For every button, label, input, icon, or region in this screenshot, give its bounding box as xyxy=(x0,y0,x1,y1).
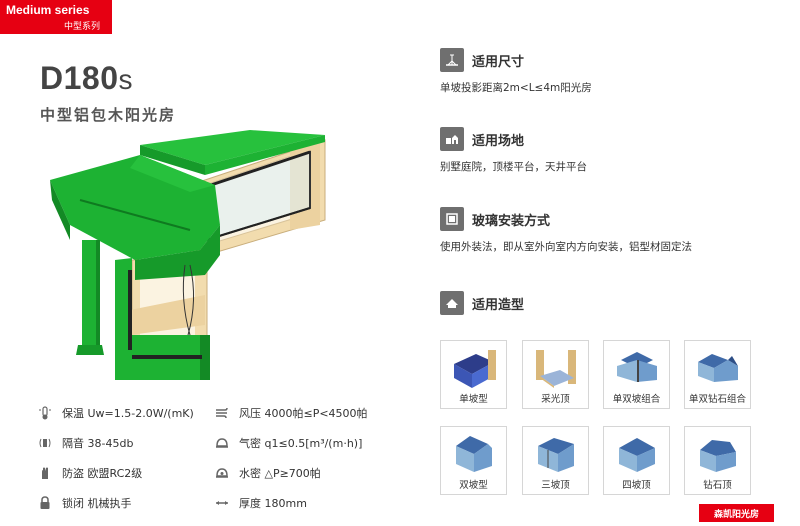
water-drop-icon xyxy=(215,466,229,480)
lean-to-sunroom-icon xyxy=(454,350,496,388)
feature-site: 适用场地 别墅庭院，顶楼平台，天井平台 xyxy=(440,127,587,174)
shield-hand-icon xyxy=(38,466,52,480)
three-slope-icon xyxy=(538,438,574,472)
feature-glass: 玻璃安装方式 使用外装法，即从室外向室内方向安装，铝型材固定法 xyxy=(440,207,692,254)
air-tight-icon xyxy=(215,436,229,450)
model-suffix: s xyxy=(118,64,133,95)
spec-item: 隔音 38-45db xyxy=(38,435,133,451)
spec-item: 风压 4000帕≤P<4500帕 xyxy=(215,405,368,421)
model-code: D180 xyxy=(40,60,119,96)
glass-pane-icon xyxy=(440,207,464,231)
style-tile[interactable]: 单坡型 xyxy=(440,340,507,409)
style-tile[interactable]: 四坡顶 xyxy=(603,426,670,495)
ruler-icon xyxy=(440,48,464,72)
feature-title: 适用尺寸 xyxy=(472,54,525,70)
style-grid: 单坡型 采光顶 单双坡组合 单双钻石组合 双坡型 三坡顶 四坡顶 钻石顶 xyxy=(440,340,752,495)
spec-item: 保温 Uw=1.5-2.0W/(mK) xyxy=(38,405,194,421)
feature-title: 玻璃安装方式 xyxy=(472,213,551,229)
diamond-roof-icon xyxy=(700,440,736,472)
style-tile[interactable]: 三坡顶 xyxy=(522,426,589,495)
sound-icon xyxy=(38,436,52,450)
style-tile[interactable]: 单双坡组合 xyxy=(603,340,670,409)
brand-logo-text: 森凯阳光房 xyxy=(713,509,759,520)
spec-item: 防盗 欧盟RC2级 xyxy=(38,465,142,481)
spec-list: 保温 Uw=1.5-2.0W/(mK) 隔音 38-45db 防盗 欧盟RC2级… xyxy=(38,403,438,513)
single-double-slope-icon xyxy=(617,352,657,382)
style-tile[interactable]: 钻石顶 xyxy=(684,426,751,495)
series-badge-cn: 中型系列 xyxy=(63,22,100,32)
roof-shape-icon xyxy=(440,291,464,315)
feature-desc: 单坡投影距离2m<L≤4m阳光房 xyxy=(440,82,592,94)
series-badge: Medium series 中型系列 xyxy=(0,0,112,34)
wind-icon xyxy=(215,406,229,420)
diamond-combo-icon xyxy=(698,354,738,382)
spec-item: 锁闭 机械执手 xyxy=(38,495,132,511)
brand-logo: 森凯阳光房 xyxy=(699,504,774,522)
model-title: D180s xyxy=(40,60,133,97)
house-site-icon xyxy=(440,127,464,151)
lock-icon xyxy=(38,496,52,510)
product-illustration xyxy=(50,130,326,380)
feature-desc: 别墅庭院，顶楼平台，天井平台 xyxy=(440,161,587,173)
series-badge-en: Medium series xyxy=(6,3,90,17)
feature-title: 适用造型 xyxy=(472,297,525,313)
style-tile[interactable]: 双坡型 xyxy=(440,426,507,495)
feature-shape: 适用造型 xyxy=(440,291,524,315)
spec-item: 厚度 180mm xyxy=(215,495,307,511)
feature-title: 适用场地 xyxy=(472,133,525,149)
spec-item: 气密 q1≤0.5[m³/(m·h)] xyxy=(215,435,362,451)
feature-desc: 使用外装法，即从室外向室内方向安装，铝型材固定法 xyxy=(440,241,692,253)
feature-size: 适用尺寸 单坡投影距离2m<L≤4m阳光房 xyxy=(440,48,592,95)
four-slope-icon xyxy=(619,438,655,472)
spec-item: 水密 △P≥700帕 xyxy=(215,465,321,481)
double-slope-icon xyxy=(456,436,492,472)
skylight-icon xyxy=(536,350,576,388)
thermometer-icon xyxy=(38,406,52,420)
style-tile[interactable]: 采光顶 xyxy=(522,340,589,409)
thickness-icon xyxy=(215,496,229,510)
style-tile[interactable]: 单双钻石组合 xyxy=(684,340,751,409)
model-subtitle: 中型铝包木阳光房 xyxy=(40,106,177,124)
